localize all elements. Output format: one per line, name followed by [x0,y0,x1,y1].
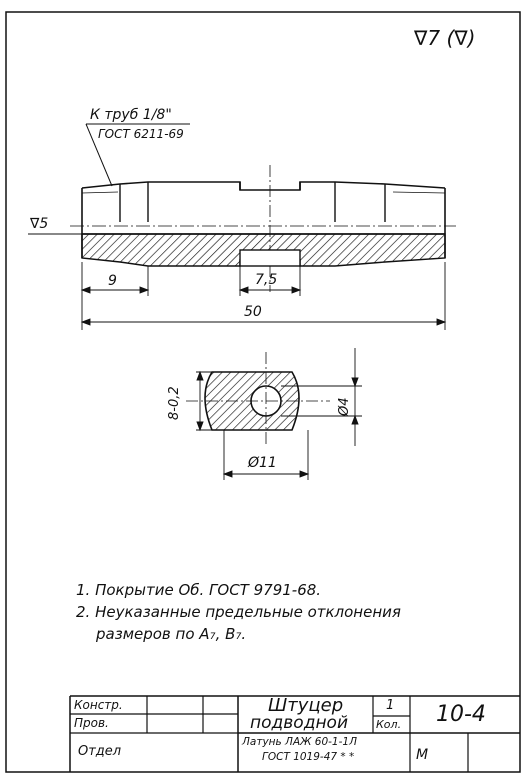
thread-note-line2: ГОСТ 6211-69 [98,127,184,141]
dimension-end-length: 9 [108,273,117,289]
cross-section [186,352,330,446]
part-name-line2: подводной [250,713,349,733]
quantity-value: 1 [386,698,395,713]
front-view [28,123,456,292]
note-1: 1. Покрытие Об. ГОСТ 9791-68. [76,581,322,599]
dimension-outer-diameter: Ø11 [248,455,277,471]
roughness-local-symbol: ∇5 [30,216,49,232]
quantity-label: Кол. [376,718,402,731]
thread-note-line1: К труб 1/8" [90,107,172,123]
material-line1: Латунь ЛАЖ 60-1-1Л [242,736,357,748]
sheet-frame [5,11,521,773]
designer-label: Констр. [74,698,123,712]
dimension-groove-width: 7,5 [255,272,278,288]
dimension-total-length: 50 [244,304,262,320]
dimension-bore-diameter: Ø4 [337,397,352,416]
department-label: Отдел [78,744,122,759]
material-line2: ГОСТ 1019-47 * * [262,751,355,763]
note-2-continuation: размеров по A₇, B₇. [96,625,247,643]
title-block-grid [69,695,520,772]
note-2: 2. Неуказанные предельные отклонения [76,603,401,621]
part-name-line1: Штуцер [268,695,344,716]
drawing-number: 10-4 [436,702,486,727]
dimension-flat-height: 8-0,2 [167,386,182,420]
checker-label: Пров. [74,716,109,730]
section-dimensions [196,348,362,480]
scale-label: М [416,747,429,763]
roughness-general-symbol: ∇7 (∇) [414,26,476,50]
front-dimensions [80,262,447,330]
